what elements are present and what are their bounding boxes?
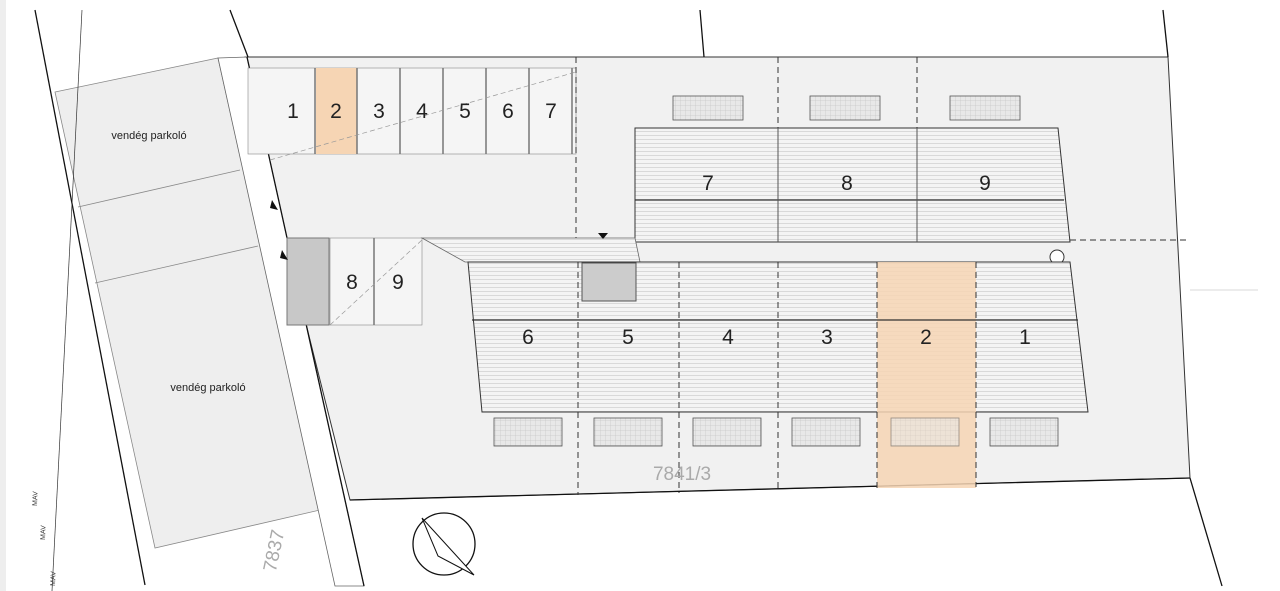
road-parcel-number: 7837	[260, 528, 289, 574]
rail-label: MAV	[40, 525, 48, 540]
unit-label: 1	[1019, 326, 1031, 349]
rail-label: MAV	[50, 571, 58, 586]
parking-spot-label: 3	[373, 100, 385, 123]
guest-parking-label: vendég parkoló	[170, 382, 245, 394]
garbage-structure	[286, 237, 330, 326]
unit-label: 8	[841, 172, 853, 195]
unit-label: 3	[821, 326, 833, 349]
unit-label: 6	[522, 326, 534, 349]
guest-parking-label: vendég parkoló	[111, 130, 186, 142]
unit-label: 9	[979, 172, 991, 195]
parking-spot-label: 4	[416, 100, 428, 123]
parcel-number: 7841/3	[653, 464, 711, 485]
parking-spot-label: 9	[392, 271, 404, 294]
north-arrow-icon	[412, 512, 476, 576]
unit-label: 2	[920, 326, 932, 349]
unit-label: 4	[722, 326, 734, 349]
unit-highlight	[877, 262, 976, 488]
parking-spot-highlight	[316, 68, 357, 154]
parking-spot-label: 2	[330, 100, 342, 123]
parking-spot-label: 1	[287, 100, 299, 123]
parking-spot-label: 8	[346, 271, 358, 294]
parking-spot-label: 7	[545, 100, 557, 123]
parking-spot-label: 6	[502, 100, 514, 123]
rail-label: MAV	[32, 491, 40, 506]
unit-label: 7	[702, 172, 714, 195]
unit-label: 5	[622, 326, 634, 349]
parking-spot-label: 5	[459, 100, 471, 123]
